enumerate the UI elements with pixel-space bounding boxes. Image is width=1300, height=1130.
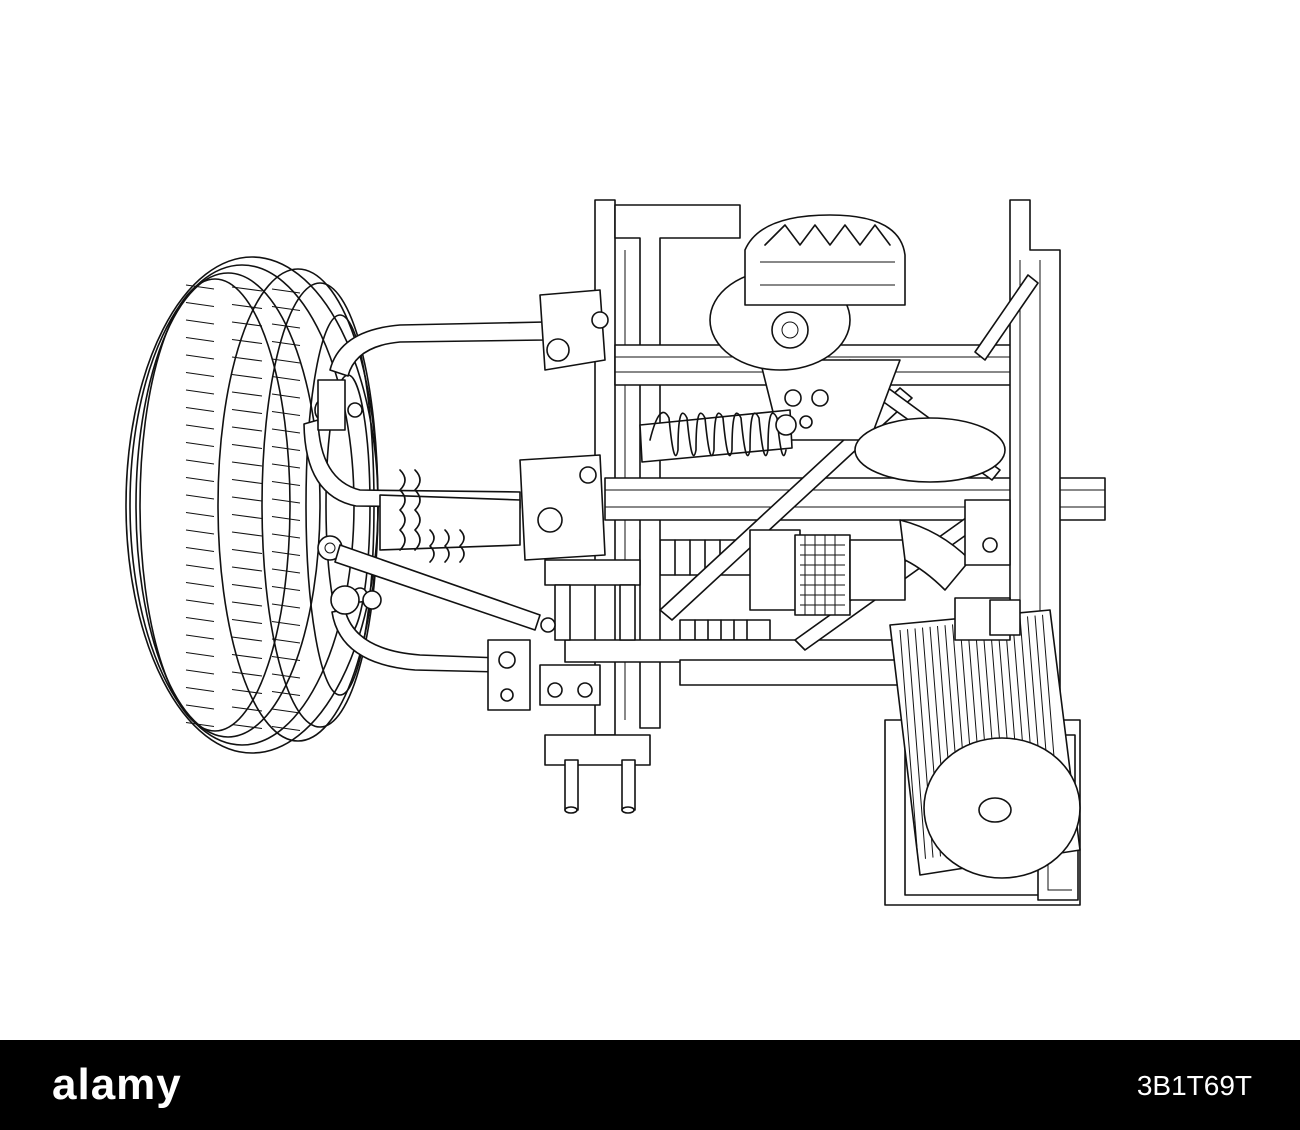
wheel-icon (125, 256, 379, 754)
gear-unit (749, 499, 1011, 616)
lower-control-arm (330, 544, 541, 673)
alamy-logo: alamy (52, 1060, 182, 1109)
mounting-brackets (487, 289, 641, 711)
image-code: 3B1T69T (1136, 1070, 1252, 1101)
suspension-line-drawing (125, 199, 1106, 906)
electric-motor-icon (889, 597, 1081, 879)
drawing-canvas (125, 199, 1106, 906)
coil-spring-icon (639, 409, 797, 463)
brake-caliper-icon (709, 214, 1006, 483)
watermark-bar: alamy 3B1T69T (0, 1040, 1300, 1130)
upper-control-arm (303, 321, 546, 509)
steering-rack (544, 734, 651, 814)
